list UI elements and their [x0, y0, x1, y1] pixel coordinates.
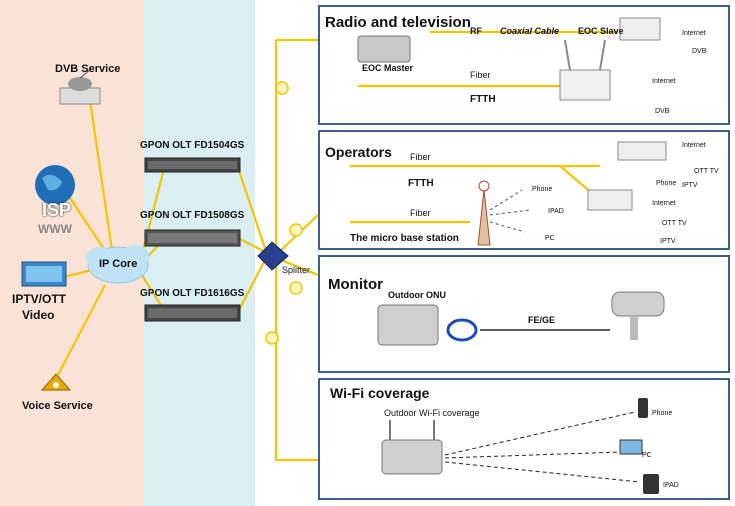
- fiber-markers: [265, 81, 303, 345]
- operators-internet-label: Internet: [682, 142, 706, 149]
- micro-base-station-tower: [477, 180, 491, 246]
- operators-ont-2: [587, 189, 633, 211]
- operators-internet2-label: Internet: [652, 200, 676, 207]
- tablet-icon: [643, 474, 659, 494]
- eoc-slave-device: [619, 17, 661, 41]
- wifi-pc-label: PC: [642, 452, 652, 459]
- globe-icon: [35, 165, 75, 205]
- laptop-icon: [619, 439, 643, 455]
- outdoor-wifi-ap-device: [381, 420, 443, 475]
- olt-chassis-2: [144, 229, 241, 247]
- voice-service-label: Voice Service: [22, 400, 93, 412]
- dvb-service-label: DVB Service: [55, 63, 121, 75]
- splitter-label: Splitter: [282, 265, 311, 275]
- operators-phone-label: Phone: [532, 186, 553, 193]
- operators-iptv-label: IPTV: [682, 182, 698, 189]
- micro-base-station-label: The micro base station: [350, 233, 459, 244]
- ip-core-cloud: [86, 245, 149, 284]
- radio-ftth-label: FTTH: [470, 94, 496, 105]
- radio-fiber-label: Fiber: [470, 70, 491, 80]
- wifi-phone-label: Phone: [652, 410, 673, 417]
- coax-label: Coaxial Cable: [500, 26, 560, 36]
- operators-ftth-label: FTTH: [408, 178, 434, 189]
- wifi-ipad-label: IPAD: [663, 482, 679, 489]
- satellite-dish-icon: [59, 69, 101, 105]
- fiber-coil-icon: [446, 318, 478, 342]
- operators-ott2-label: OTT TV: [662, 220, 687, 227]
- operators-wireless-links: [489, 189, 531, 233]
- iptv-screen-icon: [21, 261, 67, 287]
- operators-phone2-label: Phone: [656, 180, 677, 187]
- olt-label-1: GPON OLT FD1504GS: [140, 140, 245, 151]
- operators-ont-1: [617, 141, 667, 161]
- olt-label-3: GPON OLT FD1616GS: [140, 288, 245, 299]
- operators-iptv2-label: IPTV: [660, 238, 676, 245]
- olt-label-2: GPON OLT FD1508GS: [140, 210, 245, 221]
- wifi-wireless-links: [444, 411, 641, 483]
- operators-pc-label: PC: [545, 235, 555, 242]
- olt-chassis-3: [144, 304, 241, 322]
- ip-core-label: IP Core: [99, 258, 138, 270]
- eoc-master-device: [357, 35, 411, 63]
- fe-ge-label: FE/GE: [528, 315, 556, 325]
- eoc-slave-label: EOC Slave: [578, 26, 624, 36]
- outdoor-wifi-label: Outdoor Wi-Fi coverage: [384, 408, 480, 418]
- radio-internet-label: Internet: [682, 30, 706, 37]
- panel-radio-television: [318, 5, 730, 125]
- splitter-icon: [257, 241, 289, 271]
- panel-wifi-coverage: [318, 378, 730, 500]
- phone-icon: [638, 398, 648, 418]
- operators-ott-label: OTT TV: [694, 168, 719, 175]
- operators-panel-title: Operators: [325, 144, 392, 160]
- ftth-router-device: [559, 39, 611, 101]
- olt-zone: [143, 0, 255, 506]
- www-label: WWW: [38, 222, 72, 236]
- olt-chassis-1: [144, 157, 241, 173]
- security-camera-icon: [611, 291, 665, 340]
- eoc-master-label: EOC Master: [362, 63, 414, 73]
- iptv-label-2: Video: [22, 308, 55, 322]
- operators-fiber2-label: Fiber: [410, 208, 431, 218]
- isp-label: ISP: [42, 200, 72, 220]
- operators-fiber1-label: Fiber: [410, 152, 431, 162]
- radio-internet2-label: Internet: [652, 78, 676, 85]
- rf-label: RF: [470, 26, 482, 36]
- radio-panel-title: Radio and television: [325, 14, 471, 31]
- wifi-panel-title: Wi-Fi coverage: [330, 385, 430, 401]
- radio-dvb-label: DVB: [692, 48, 707, 55]
- iptv-label-1: IPTV/OTT: [12, 292, 66, 306]
- outdoor-onu-label: Outdoor ONU: [388, 290, 446, 300]
- telephone-icon: [40, 373, 72, 391]
- outdoor-onu-device: [377, 304, 439, 346]
- monitor-panel-title: Monitor: [328, 276, 383, 293]
- radio-dvb2-label: DVB: [655, 108, 670, 115]
- operators-ipad-label: IPAD: [548, 208, 564, 215]
